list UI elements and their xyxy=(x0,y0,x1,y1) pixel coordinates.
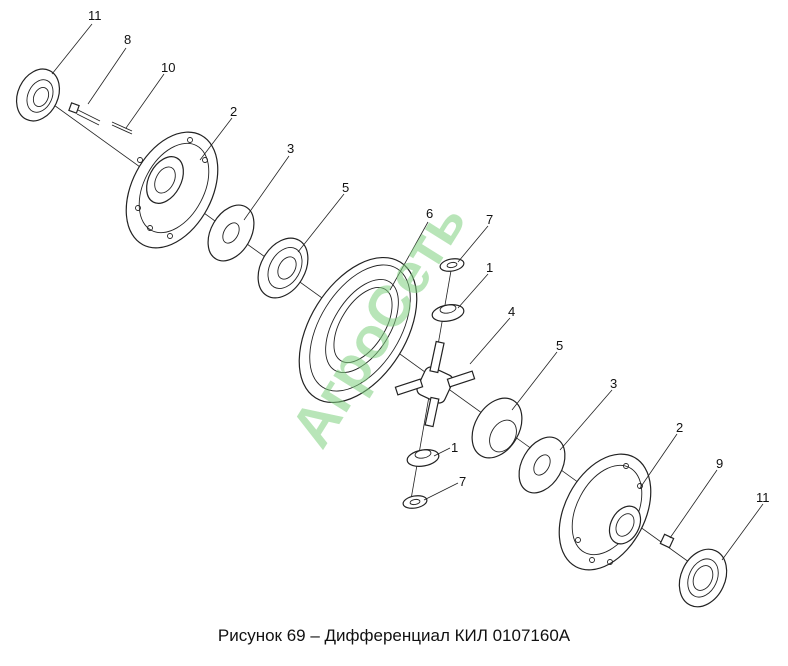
callout-2-top: 2 xyxy=(230,104,237,119)
callout-1-upper: 1 xyxy=(486,260,493,275)
callout-11-lower: 11 xyxy=(756,490,770,505)
callout-7-lower: 7 xyxy=(459,474,466,489)
callout-10: 10 xyxy=(161,60,175,75)
callout-5-top: 5 xyxy=(342,180,349,195)
callout-7-upper: 7 xyxy=(486,212,493,227)
callout-9: 9 xyxy=(716,456,723,471)
part-3-washer-top xyxy=(207,204,255,262)
part-6-ring-gear xyxy=(298,256,418,404)
part-2-housing-lower xyxy=(558,453,652,571)
part-1-pinion-lower xyxy=(406,449,440,467)
part-5-gear-top xyxy=(257,237,309,299)
part-9-nut xyxy=(659,533,675,549)
leader-lines xyxy=(51,23,764,561)
part-3-washer-lower xyxy=(518,436,566,494)
part-11-seal-top xyxy=(15,68,61,122)
part-7-washer-lower xyxy=(402,495,428,509)
callout-1-lower: 1 xyxy=(451,440,458,455)
part-2-housing-top xyxy=(125,131,219,249)
callout-3-lower: 3 xyxy=(610,376,617,391)
callout-5-lower: 5 xyxy=(556,338,563,353)
callout-4: 4 xyxy=(508,304,515,319)
part-10-pin xyxy=(111,121,133,135)
callout-2-lower: 2 xyxy=(676,420,683,435)
callout-3-top: 3 xyxy=(287,141,294,156)
callout-6: 6 xyxy=(426,206,433,221)
figure-caption: Рисунок 69 – Дифференциал КИЛ 0107160А xyxy=(217,626,571,645)
exploded-view-drawing: АгроСеть 11 8 10 2 3 5 6 7 1 4 5 3 1 7 2… xyxy=(15,8,770,608)
part-8-bolt xyxy=(68,102,101,126)
part-5-gear-lower xyxy=(471,397,523,459)
part-4-spider-cross xyxy=(394,340,476,428)
part-11-seal-lower xyxy=(678,548,728,608)
callout-11-top: 11 xyxy=(88,8,102,23)
part-1-pinion-upper xyxy=(431,304,465,322)
callout-8: 8 xyxy=(124,32,131,47)
